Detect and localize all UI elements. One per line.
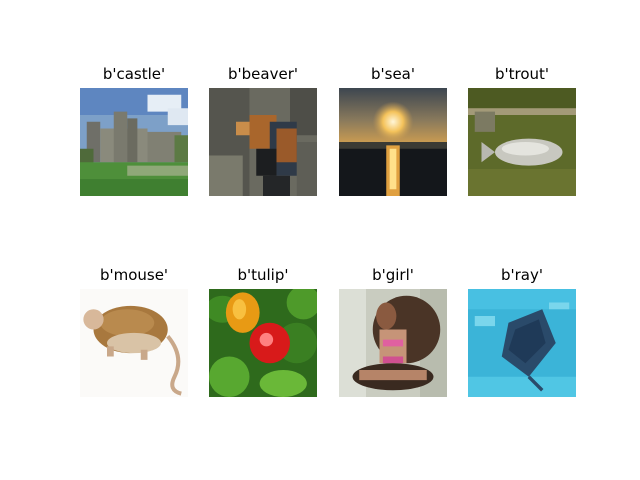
panel-title: b'castle' (102, 65, 166, 83)
panel-title: b'mouse' (99, 266, 169, 284)
castle-image (80, 88, 188, 196)
trout-image (468, 88, 576, 196)
panel-title: b'trout' (494, 65, 550, 83)
panel-title: b'beaver' (228, 65, 298, 83)
ray-image (468, 289, 576, 397)
panel-title: b'girl' (372, 266, 414, 284)
panel-title: b'sea' (370, 65, 415, 83)
panel-title: b'ray' (500, 266, 543, 284)
girl-image (339, 289, 447, 397)
panel-title: b'tulip' (237, 266, 289, 284)
tulip-image (209, 289, 317, 397)
sea-image (339, 88, 447, 196)
mouse-image (80, 289, 188, 397)
beaver-image (209, 88, 317, 196)
